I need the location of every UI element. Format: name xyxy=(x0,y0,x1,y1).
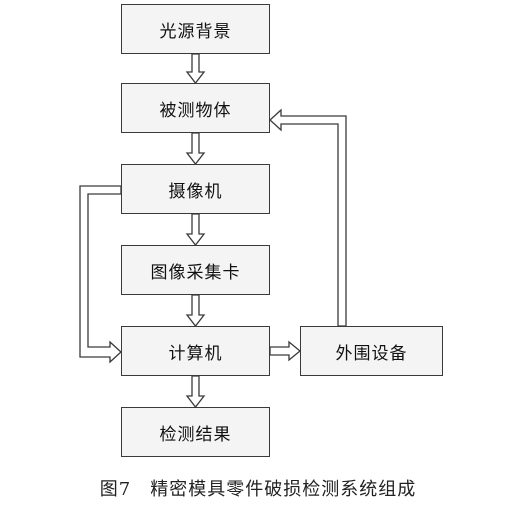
computer-label: 计算机 xyxy=(168,343,223,364)
peripheral-devices-label: 外围设备 xyxy=(335,343,408,364)
computer-box: 计算机 xyxy=(121,326,270,376)
arrow-card-to-computer xyxy=(185,294,206,328)
camera-box: 摄像机 xyxy=(121,164,270,214)
object-under-test-label: 被测物体 xyxy=(159,100,232,121)
frame-grabber-box: 图像采集卡 xyxy=(121,245,270,295)
arrow-computer-to-result xyxy=(185,375,206,409)
light-background-label: 光源背景 xyxy=(159,21,232,42)
arrow-peripheral-to-object xyxy=(269,108,347,327)
arrow-camera-to-card xyxy=(185,213,206,247)
frame-grabber-label: 图像采集卡 xyxy=(150,262,241,283)
arrow-object-to-camera xyxy=(185,132,206,166)
figure-caption: 图7 精密模具零件破损检测系统组成 xyxy=(99,479,417,500)
light-background-box: 光源背景 xyxy=(121,4,270,54)
detection-result-label: 检测结果 xyxy=(159,424,232,445)
camera-label: 摄像机 xyxy=(168,181,223,202)
arrow-computer-to-peripheral xyxy=(269,340,302,362)
arrow-light-to-object xyxy=(185,53,206,85)
peripheral-devices-box: 外围设备 xyxy=(300,326,443,376)
detection-result-box: 检测结果 xyxy=(121,407,270,457)
arrow-camera-to-computer xyxy=(79,185,122,364)
object-under-test-box: 被测物体 xyxy=(121,83,270,133)
